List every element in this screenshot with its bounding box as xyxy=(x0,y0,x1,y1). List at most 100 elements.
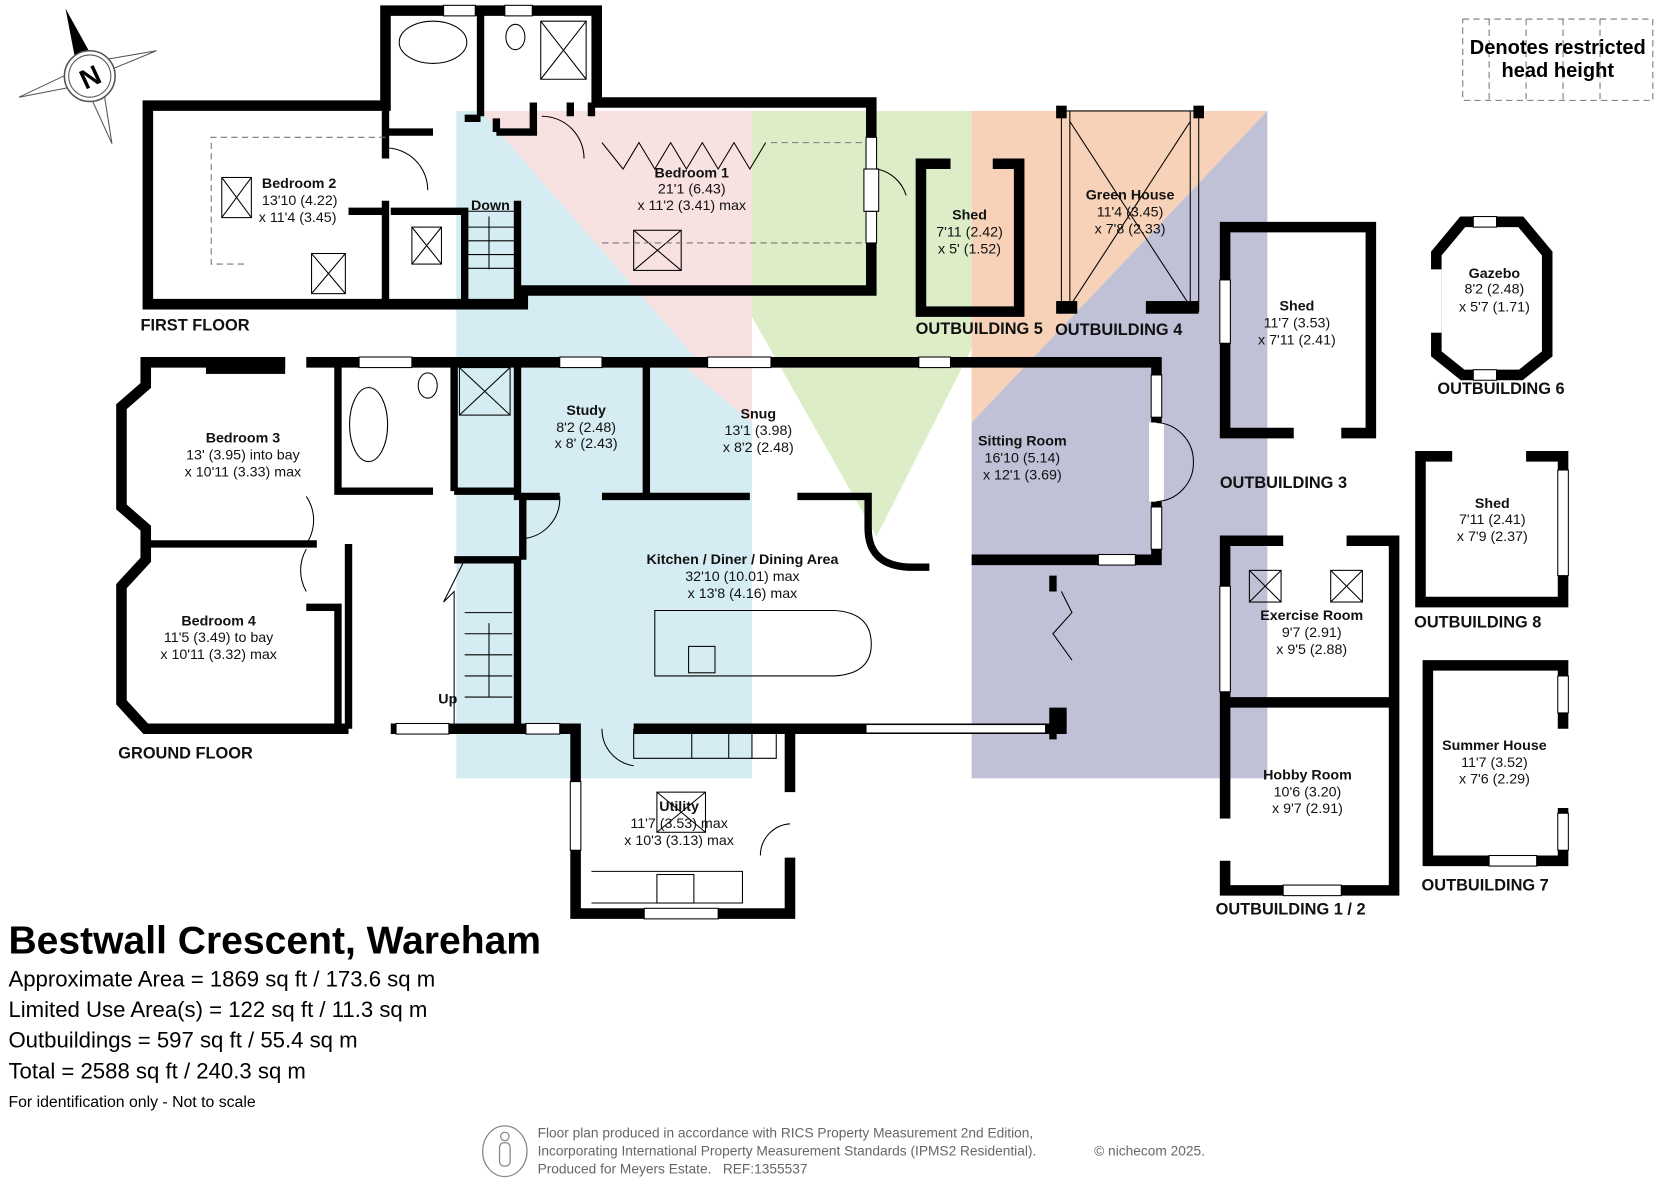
room-dim: x 7'6 (2.29) xyxy=(1459,772,1530,788)
room-bedroom-2: Bedroom 213'10 (4.22)x 11'4 (3.45) xyxy=(259,176,338,226)
room-dim: x 8' (2.43) xyxy=(555,436,618,452)
zone-pink-2 xyxy=(675,359,752,423)
room-dim: x 7'8 (2.33) xyxy=(1095,221,1166,237)
room-dim: x 8'2 (2.48) xyxy=(723,440,794,456)
legend-line2: head height xyxy=(1502,60,1615,82)
room-dim: 9'7 (2.91) xyxy=(1282,625,1342,641)
room-dim: 11'7 (3.53) xyxy=(1264,315,1331,331)
room-dim: x 10'11 (3.32) max xyxy=(160,647,277,663)
room-name: Shed xyxy=(1475,496,1510,512)
outbuilding-walls xyxy=(915,105,1569,897)
room-name: Utility xyxy=(659,799,699,815)
room-name: Bedroom 4 xyxy=(181,613,256,629)
legend-line1: Denotes restricted xyxy=(1470,37,1646,59)
room-name: Study xyxy=(566,403,606,419)
scale-note: For identification only - Not to scale xyxy=(8,1094,255,1111)
head-height-legend: Denotes restricted head height xyxy=(1462,18,1654,101)
room-dim: x 5' (1.52) xyxy=(938,242,1001,258)
outbuilding-6-label: OUTBUILDING 6 xyxy=(1437,380,1564,398)
room-dim: x 12'1 (3.69) xyxy=(983,468,1062,484)
room-name: Shed xyxy=(952,208,987,224)
room-dim: x 11'4 (3.45) xyxy=(259,210,337,226)
room-dim: x 7'9 (2.37) xyxy=(1457,529,1528,545)
room-dim: x 9'7 (2.91) xyxy=(1272,801,1343,817)
restricted-zones xyxy=(456,110,1268,779)
footer: Floor plan produced in accordance with R… xyxy=(482,1125,1205,1178)
room-dim: 7'11 (2.41) xyxy=(1459,512,1526,528)
footer-line3: Produced for Meyers Estate. REF:1355537 xyxy=(538,1161,808,1176)
person-logo-icon xyxy=(482,1125,528,1178)
room-dim: 11'5 (3.49) to bay xyxy=(164,630,274,646)
room-dim: 7'11 (2.42) xyxy=(936,225,1003,241)
room-dim: 13'1 (3.98) xyxy=(724,423,792,439)
room-dim: x 9'5 (2.88) xyxy=(1276,642,1347,658)
room-dim: 13' (3.95) into bay xyxy=(186,447,300,463)
first-floor-label: FIRST FLOOR xyxy=(140,317,249,335)
compass-icon: N xyxy=(18,8,157,144)
ground-floor-walls xyxy=(116,356,1194,920)
room-dim: x 10'11 (3.33) max xyxy=(185,464,302,480)
limited-use-area: Limited Use Area(s) = 122 sq ft / 11.3 s… xyxy=(8,997,427,1022)
room-dim: 10'6 (3.20) xyxy=(1274,784,1342,800)
first-floor-walls xyxy=(142,4,907,310)
outbuilding-5-label: OUTBUILDING 5 xyxy=(916,320,1043,338)
approximate-area: Approximate Area = 1869 sq ft / 173.6 sq… xyxy=(8,966,435,991)
ground-floor-label: GROUND FLOOR xyxy=(118,744,253,762)
room-name: Bedroom 2 xyxy=(262,176,337,192)
room-name: Shed xyxy=(1279,299,1314,315)
room-dim: 11'4 (3.45) xyxy=(1097,205,1164,221)
room-dim: 8'2 (2.48) xyxy=(556,420,616,436)
outbuilding-1-2-label: OUTBUILDING 1 / 2 xyxy=(1216,901,1366,919)
room-name: Kitchen / Diner / Dining Area xyxy=(647,552,840,568)
room-name: Snug xyxy=(740,406,776,422)
footer-line2: Incorporating International Property Mea… xyxy=(538,1143,1037,1158)
total-area: Total = 2588 sq ft / 240.3 sq m xyxy=(8,1058,305,1083)
room-dim: 11'7 (3.53) max xyxy=(630,816,728,832)
room-dim: 8'2 (2.48) xyxy=(1465,282,1525,298)
room-name: Sitting Room xyxy=(978,434,1067,450)
footer-line1: Floor plan produced in accordance with R… xyxy=(538,1125,1034,1140)
property-title: Bestwall Crescent, Wareham xyxy=(8,920,541,963)
room-name: Bedroom 1 xyxy=(655,165,730,181)
room-dim: 13'10 (4.22) xyxy=(262,193,338,209)
zone-lavender xyxy=(971,110,1268,779)
room-name: Bedroom 3 xyxy=(206,431,281,447)
room-name: Green House xyxy=(1086,188,1175,204)
floor-labels: FIRST FLOOR GROUND FLOOR Down Up OUTBUIL… xyxy=(118,198,1564,918)
outbuilding-3-label: OUTBUILDING 3 xyxy=(1220,474,1347,492)
room-name: Summer House xyxy=(1442,738,1547,754)
room-name: Hobby Room xyxy=(1263,767,1352,783)
outbuildings-area: Outbuildings = 597 sq ft / 55.4 sq m xyxy=(8,1028,357,1053)
room-bedroom-1: Bedroom 121'1 (6.43)x 11'2 (3.41) max xyxy=(637,165,746,214)
property-summary: Bestwall Crescent, Wareham Approximate A… xyxy=(8,920,541,1111)
stairs-down-label: Down xyxy=(471,198,510,214)
room-name: Gazebo xyxy=(1469,266,1521,282)
room-dim: x 10'3 (3.13) max xyxy=(624,833,734,849)
room-name: Exercise Room xyxy=(1260,608,1363,624)
room-labels: Bedroom 213'10 (4.22)x 11'4 (3.45) Bedro… xyxy=(160,165,1546,848)
room-dim: x 7'11 (2.41) xyxy=(1258,332,1336,348)
room-dim: 16'10 (5.14) xyxy=(985,451,1061,467)
room-dim: 32'10 (10.01) max xyxy=(685,569,799,585)
room-dim: 21'1 (6.43) xyxy=(658,181,726,197)
stairs-up-label: Up xyxy=(438,691,457,707)
footer-copyright: © nichecom 2025. xyxy=(1094,1143,1205,1158)
room-dim: 11'7 (3.52) xyxy=(1461,755,1528,771)
room-dim: x 11'2 (3.41) max xyxy=(637,198,746,214)
room-dim: x 5'7 (1.71) xyxy=(1459,300,1530,316)
